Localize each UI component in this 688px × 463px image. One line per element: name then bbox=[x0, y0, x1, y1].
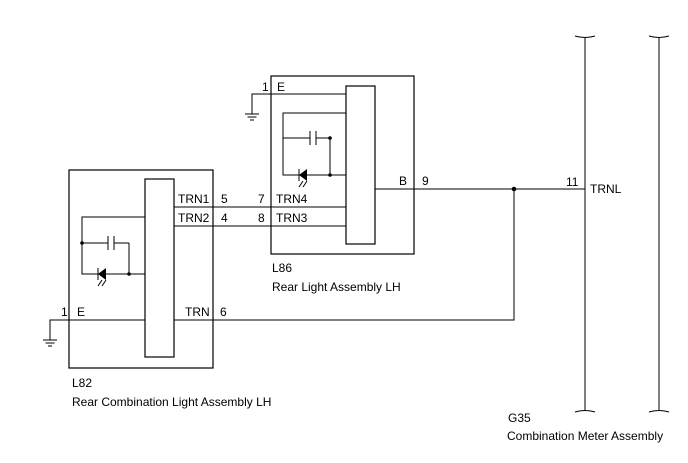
g35-bottom-break-left bbox=[574, 410, 596, 413]
l82-pin-e-label: E bbox=[77, 305, 85, 319]
l86-component: 1 E 7 TRN4 8 TRN3 B 9 L86 Rear Light Ass… bbox=[245, 75, 429, 294]
l82-pin-e-num: 1 bbox=[61, 305, 68, 319]
l82-ground-wire bbox=[49, 319, 145, 340]
l82-component: TRN1 5 TRN2 4 TRN 6 1 E L82 Rear Combina… bbox=[43, 169, 271, 409]
g35-bottom-break-right bbox=[648, 410, 670, 413]
l82-pin-trn-num: 6 bbox=[220, 305, 227, 319]
g35-code: G35 bbox=[508, 411, 531, 425]
l82-ground-icon bbox=[43, 339, 57, 347]
g35-top-break-right bbox=[648, 35, 670, 38]
l86-pin-e-label: E bbox=[277, 80, 285, 94]
l86-pin-b-num: 9 bbox=[422, 174, 429, 188]
l82-led-loop bbox=[81, 216, 145, 275]
l82-pin-trn1-num: 5 bbox=[221, 192, 228, 206]
l86-name: Rear Light Assembly LH bbox=[272, 280, 401, 294]
l86-led-icon bbox=[298, 169, 308, 188]
l86-junction-dot bbox=[328, 173, 332, 177]
l86-pin-e-num: 1 bbox=[262, 80, 269, 94]
l82-junction-dot bbox=[127, 272, 131, 276]
l82-pin-trn2-label: TRN2 bbox=[178, 211, 210, 225]
l86-pin-trn4-num: 7 bbox=[258, 192, 265, 206]
l82-pin-trn2-num: 4 bbox=[221, 211, 228, 225]
wire-trn-splice bbox=[174, 189, 515, 321]
l86-junction-dot bbox=[328, 136, 332, 140]
l82-pin-trn-label: TRN bbox=[185, 305, 210, 319]
g35-top-break-left bbox=[574, 35, 596, 38]
l82-capacitor-icon bbox=[82, 236, 129, 250]
l82-inner-module bbox=[144, 178, 175, 358]
l86-ground-wire bbox=[251, 93, 346, 114]
l86-ground-icon bbox=[245, 113, 259, 121]
l82-led-icon bbox=[97, 268, 107, 287]
l82-pin-trn1-label: TRN1 bbox=[178, 192, 210, 206]
splice-dot bbox=[511, 186, 517, 192]
l82-code: L82 bbox=[72, 376, 92, 390]
l82-name: Rear Combination Light Assembly LH bbox=[72, 395, 271, 409]
g35-component: 11 TRNL G35 Combination Meter Assembly bbox=[507, 35, 670, 443]
g35-pin-trnl-num: 11 bbox=[566, 175, 579, 189]
l86-code: L86 bbox=[272, 261, 292, 275]
l86-led-loop bbox=[282, 112, 346, 176]
l82-junction-dot bbox=[80, 241, 84, 245]
l86-outline bbox=[270, 75, 415, 255]
g35-name: Combination Meter Assembly bbox=[507, 429, 663, 443]
l86-pin-trn3-label: TRN3 bbox=[276, 211, 308, 225]
l86-pin-trn3-num: 8 bbox=[258, 211, 265, 225]
l86-inner-module bbox=[345, 85, 376, 245]
l82-outline bbox=[68, 169, 214, 369]
l86-pin-trn4-label: TRN4 bbox=[276, 192, 308, 206]
g35-pin-trnl-label: TRNL bbox=[590, 182, 622, 196]
l86-pin-b-label: B bbox=[399, 174, 407, 188]
l86-capacitor-icon bbox=[283, 131, 330, 145]
